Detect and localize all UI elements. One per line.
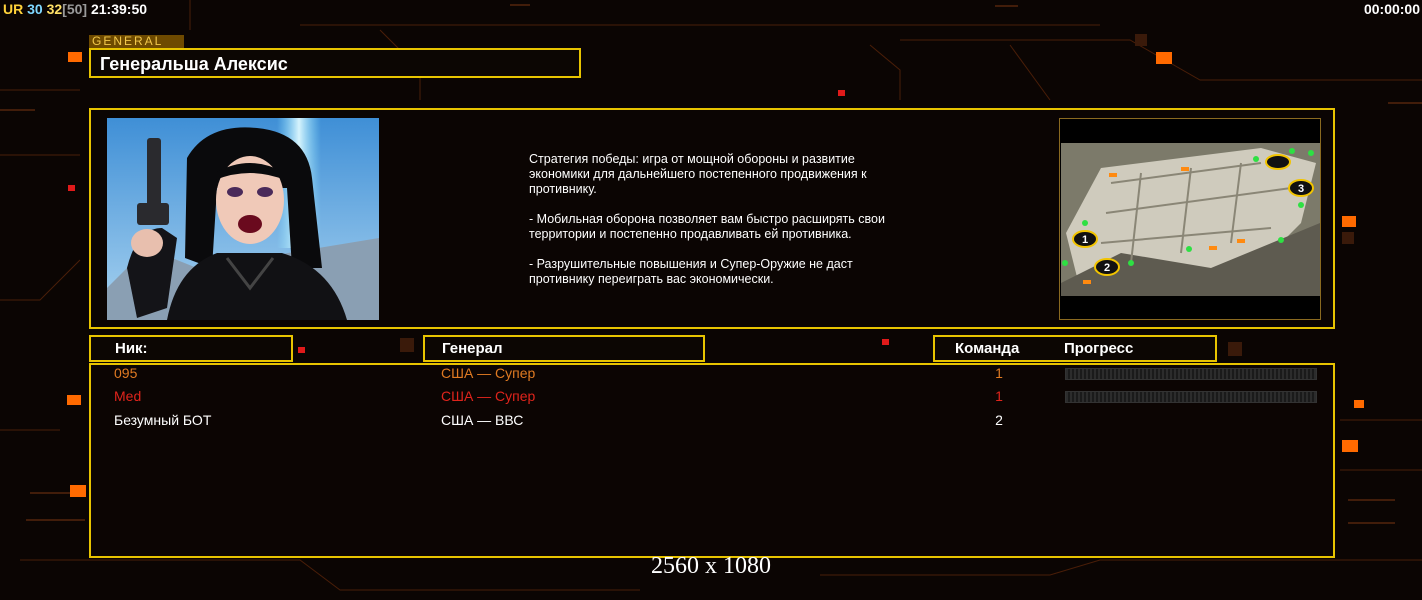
- player-general: США — Супер: [441, 388, 536, 404]
- hud-stats: UR 30 32[50] 21:39:50: [3, 1, 147, 17]
- minimap[interactable]: 1 2 3: [1061, 143, 1320, 296]
- player-nick: Безумный БОТ: [114, 412, 212, 428]
- table-row[interactable]: Med США — Супер 1: [0, 388, 1422, 410]
- strategy-description: Стратегия победы: игра от мощной обороны…: [529, 152, 949, 302]
- description-line: - Мобильная оборона позволяет вам быстро…: [529, 212, 885, 241]
- team-progress-header-box: Команда Прогресс: [933, 335, 1217, 362]
- general-header-box: Генерал: [423, 335, 705, 362]
- player-general: США — Супер: [441, 365, 536, 381]
- description-line: Стратегия победы: игра от мощной обороны…: [529, 152, 867, 196]
- resolution-label: 2560 x 1080: [651, 553, 771, 579]
- team-header: Команда: [955, 340, 1020, 357]
- hud-value-2: 32: [46, 1, 63, 17]
- player-team: 1: [995, 388, 1003, 404]
- player-progress-bar: [1065, 391, 1317, 403]
- player-team: 1: [995, 365, 1003, 381]
- player-general: США — ВВС: [441, 412, 524, 428]
- player-progress-bar: [1065, 368, 1317, 380]
- game-timer: 00:00:00: [1363, 1, 1420, 17]
- hud-clock: 21:39:50: [90, 1, 148, 17]
- table-row[interactable]: 095 США — Супер 1: [0, 365, 1422, 387]
- minimap-marker-2: 2: [1104, 262, 1110, 274]
- hud-value-3: [50]: [62, 1, 88, 17]
- description-line: - Разрушительные повышения и Супер-Оружи…: [529, 257, 853, 286]
- minimap-marker-3: 3: [1298, 183, 1304, 195]
- hud-ur-label: UR: [3, 1, 24, 17]
- general-name-box: Генеральша Алексис: [89, 48, 581, 78]
- nick-header: Ник:: [115, 340, 148, 357]
- table-row[interactable]: Безумный БОТ США — ВВС 2: [0, 412, 1422, 434]
- minimap-marker-1: 1: [1082, 234, 1088, 246]
- player-team: 2: [995, 412, 1003, 428]
- general-name: Генеральша Алексис: [100, 54, 288, 74]
- hud-value-1: 30: [27, 1, 43, 17]
- progress-header: Прогресс: [1064, 340, 1134, 357]
- general-portrait: [107, 118, 379, 320]
- nick-header-box: Ник:: [89, 335, 293, 362]
- general-header: Генерал: [442, 340, 503, 357]
- general-tag: GENERAL: [89, 35, 184, 48]
- player-nick: Med: [114, 388, 142, 404]
- player-nick: 095: [114, 365, 138, 381]
